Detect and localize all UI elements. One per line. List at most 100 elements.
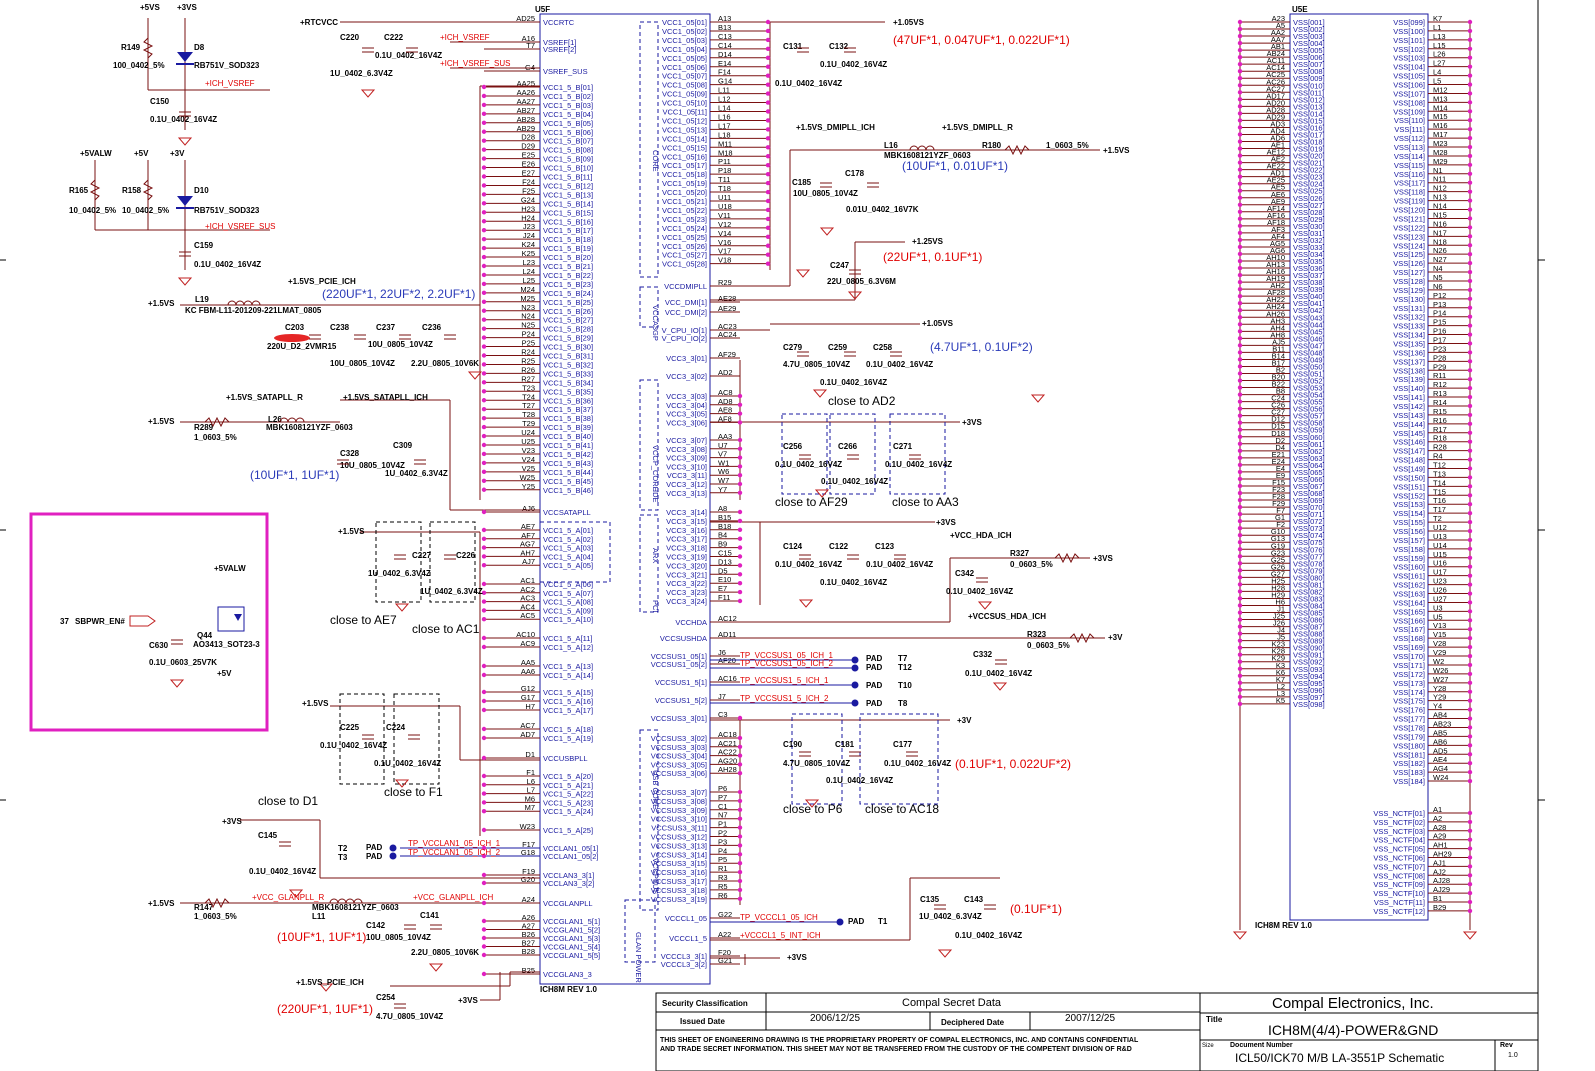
tp-vccsus105-2: TP_VCCSUS1_05_ICH_2 bbox=[740, 659, 833, 668]
pin-junction-dot bbox=[1237, 139, 1243, 144]
rail-vccsus-hda: +VCCSUS_HDA_ICH bbox=[968, 612, 1046, 621]
u5e-nctf-pin-number: A2 bbox=[1433, 814, 1442, 823]
u5e-right-pin-name: VSS[184] bbox=[1393, 777, 1425, 786]
pin-junction-dot bbox=[1467, 653, 1473, 659]
u5e-left-pin-number: F15 bbox=[1272, 478, 1285, 487]
u5e-right-pin-name: VSS[155] bbox=[1393, 518, 1425, 527]
u5e-left-pin-number: AB1 bbox=[1271, 42, 1285, 51]
u5e-right-pin-name: VSS[151] bbox=[1393, 482, 1425, 491]
c236-val: 2.2U_0805_10V6K bbox=[411, 359, 479, 368]
u5e-left-pin-number: AG6 bbox=[1270, 246, 1285, 255]
u5e-left-pin-number: AE12 bbox=[1267, 148, 1285, 157]
pin-junction-dot bbox=[1467, 269, 1473, 275]
u5e-right-pin-number: M12 bbox=[1433, 85, 1448, 94]
u5f-right-pin-number: C14 bbox=[718, 41, 732, 50]
u5e-left-pin-name: VSS[060] bbox=[1293, 433, 1325, 442]
pin-junction-dot bbox=[1467, 448, 1473, 453]
u5f-right-pin-name: VCC3_3[07] bbox=[666, 436, 707, 445]
pin-junction-dot bbox=[1467, 743, 1473, 748]
pin-junction-dot bbox=[1237, 223, 1243, 229]
u5f-right-pin-name: VCC1_05[09] bbox=[662, 90, 707, 99]
pin-junction-dot bbox=[737, 852, 743, 857]
u5f-right-pin-name: VCC1_05[11] bbox=[663, 108, 707, 117]
u5e-ref: U5E bbox=[1292, 5, 1308, 14]
pin-junction-dot bbox=[1467, 46, 1473, 51]
pin-junction-dot bbox=[481, 353, 487, 358]
rail-15vs-f: +1.5VS bbox=[1103, 146, 1130, 155]
u5e-right-pin-name: VSS[123] bbox=[1393, 232, 1425, 241]
pin-junction-dot bbox=[737, 446, 743, 451]
u5e-left-pin-name: VSS[056] bbox=[1293, 405, 1325, 414]
u5e-right-pin-number: N13 bbox=[1433, 193, 1447, 202]
u5e-right-pin-number: P13 bbox=[1433, 300, 1446, 309]
pin-junction-dot bbox=[737, 869, 743, 875]
u5e-left-pin-number: AF14 bbox=[1267, 204, 1285, 213]
u5f-right-pin-name: VCC3_3[10] bbox=[666, 462, 707, 471]
u5f-left-pin-number: G18 bbox=[521, 848, 535, 857]
u5f-left-pin-number: A16 bbox=[522, 34, 535, 43]
u5f-left-pin-number: AA6 bbox=[521, 667, 535, 676]
u5f-right-pin-name: VCCSUS3_3[01] bbox=[651, 714, 707, 723]
pin-junction-dot bbox=[737, 393, 743, 399]
rail-3v-b: +3V bbox=[1108, 633, 1123, 642]
u5f-left-pin-number: L23 bbox=[522, 258, 535, 267]
pin-junction-dot bbox=[1467, 837, 1473, 842]
u5f-left-pin-number: T27 bbox=[522, 401, 535, 410]
u5e-right-pin-number: U12 bbox=[1433, 523, 1447, 532]
t12: T12 bbox=[898, 663, 912, 672]
rail-satapll-ich: +1.5VS_SATAPLL_ICH bbox=[343, 393, 428, 402]
pin-junction-dot bbox=[1237, 195, 1243, 200]
u5e-nctf-pin-name: VSS_NCTF[05] bbox=[1373, 845, 1425, 854]
pad-3: PAD bbox=[866, 654, 883, 663]
u5e-nctf-pin-name: VSS_NCTF[10] bbox=[1373, 889, 1425, 898]
pin-junction-dot bbox=[1467, 305, 1473, 310]
pin-junction-dot bbox=[481, 290, 487, 296]
u5e-left-pin-number: AC26 bbox=[1266, 77, 1285, 86]
u5e-right-pin-name: VSS[164] bbox=[1393, 598, 1425, 607]
pin-junction-dot bbox=[1237, 258, 1243, 264]
pin-junction-dot bbox=[481, 927, 487, 932]
u5e-left-pin-number: AH22 bbox=[1266, 295, 1285, 304]
u5f-left-pin-name: VCCGLAN1_5[3] bbox=[543, 934, 600, 943]
u5f-right-pin-name: VCCSUS3_3[05] bbox=[651, 760, 707, 769]
u5e-left-pin-name: VSS[075] bbox=[1293, 538, 1325, 547]
u5e-right-pin-name: VSS[107] bbox=[1393, 89, 1425, 98]
pin-junction-dot bbox=[1237, 132, 1243, 137]
pin-junction-dot bbox=[1237, 308, 1243, 313]
u5e-left-pin-name: VSS[079] bbox=[1293, 566, 1325, 575]
c220-val: 1U_0402_6.3V4Z bbox=[330, 69, 393, 78]
u5f-left-pin-name: VCC1_5_A[05] bbox=[543, 561, 593, 570]
u5f-right-pin-number: R5 bbox=[718, 882, 728, 891]
u5e-left-pin-name: VSS[002] bbox=[1293, 25, 1325, 34]
u5e-right-pin-name: VSS[159] bbox=[1393, 554, 1425, 563]
pin-junction-dot bbox=[737, 598, 743, 604]
u5f-left-pin-number: L24 bbox=[522, 267, 535, 276]
pin-junction-dot bbox=[481, 599, 487, 604]
u5e-left-pin-number: G25 bbox=[1271, 555, 1285, 564]
pin-junction-dot bbox=[737, 481, 743, 487]
pin-junction-dot bbox=[1237, 427, 1243, 432]
u5e-left-pin-number: AH19 bbox=[1266, 274, 1285, 283]
u5f-left-pin-number: N24 bbox=[521, 312, 535, 321]
pin-junction-dot bbox=[1467, 716, 1473, 721]
u5e-left-pin-number: B2 bbox=[1276, 366, 1285, 375]
pin-junction-dot bbox=[481, 827, 487, 833]
pin-junction-dot bbox=[481, 617, 487, 622]
u5f-right-pin-name: VCC3_3[13] bbox=[666, 489, 707, 498]
u5e-left-pin-name: VSS[031] bbox=[1293, 229, 1325, 238]
u5f-left-pin-number: B28 bbox=[522, 947, 535, 956]
u5f-left-pin-number: K25 bbox=[522, 249, 535, 258]
u5e-left-pin-name: VSS[068] bbox=[1293, 489, 1325, 498]
pin-junction-dot bbox=[1237, 237, 1243, 243]
u5f-right-pin-number: AE28 bbox=[718, 294, 736, 303]
u5f-right-pin-name: VCCSUS1_05[2] bbox=[651, 660, 707, 669]
u5e-left-pin-name: VSS[054] bbox=[1293, 391, 1325, 400]
pin-junction-dot bbox=[481, 424, 487, 430]
u5e-left-pin-name: VSS[034] bbox=[1293, 250, 1325, 259]
u5e-right-pin-number: N26 bbox=[1433, 246, 1447, 255]
u5f-left-pin-name: VCC1_5_A[07] bbox=[543, 589, 593, 598]
pin-junction-dot bbox=[737, 509, 743, 515]
u5f-left-pin-number: J24 bbox=[523, 231, 535, 240]
pin-junction-dot bbox=[1467, 55, 1473, 60]
u5e-right-pin-name: VSS[144] bbox=[1393, 420, 1425, 429]
